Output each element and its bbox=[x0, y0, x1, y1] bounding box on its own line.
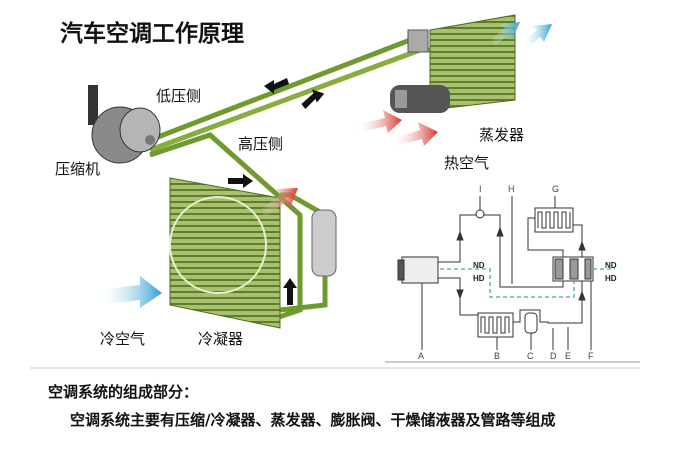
section-description: 空调系统主要有压缩/冷凝器、蒸发器、膨胀阀、干燥储液器及管路等组成 bbox=[70, 411, 556, 429]
section-heading: 空调系统的组成部分： bbox=[48, 383, 199, 401]
label-low-side: 低压侧 bbox=[156, 87, 202, 105]
label-high-side: 高压侧 bbox=[238, 135, 284, 153]
label-evaporator: 蒸发器 bbox=[479, 126, 525, 144]
schematic-letter-h: H bbox=[508, 184, 515, 194]
evaporator-illustration bbox=[390, 14, 516, 113]
condenser-illustration bbox=[169, 177, 337, 329]
label-compressor: 压缩机 bbox=[55, 160, 101, 178]
schematic bbox=[385, 196, 640, 363]
compressor-illustration bbox=[88, 85, 161, 164]
label-cold-air: 冷空气 bbox=[100, 330, 146, 348]
nd-label-left: ND bbox=[473, 261, 485, 270]
label-hot-air: 热空气 bbox=[444, 154, 490, 172]
schematic-letter-c: C bbox=[527, 351, 534, 361]
schematic-letter-i: I bbox=[479, 184, 482, 194]
schematic-letter-d: D bbox=[550, 351, 557, 361]
page-title: 汽车空调工作原理 bbox=[60, 21, 244, 47]
schematic-letter-e: E bbox=[565, 351, 571, 361]
schematic-letter-g: G bbox=[552, 184, 559, 194]
label-condenser: 冷凝器 bbox=[198, 330, 244, 348]
hd-label-right: HD bbox=[605, 274, 617, 283]
schematic-letter-f: F bbox=[588, 351, 594, 361]
schematic-letters: A B C D E F G H I ND HD ND HD bbox=[418, 184, 617, 361]
nd-label-right: ND bbox=[605, 261, 617, 270]
air-arrows bbox=[95, 22, 552, 308]
schematic-letter-a: A bbox=[418, 351, 424, 361]
schematic-letter-b: B bbox=[494, 351, 500, 361]
hd-label-left: HD bbox=[473, 274, 485, 283]
